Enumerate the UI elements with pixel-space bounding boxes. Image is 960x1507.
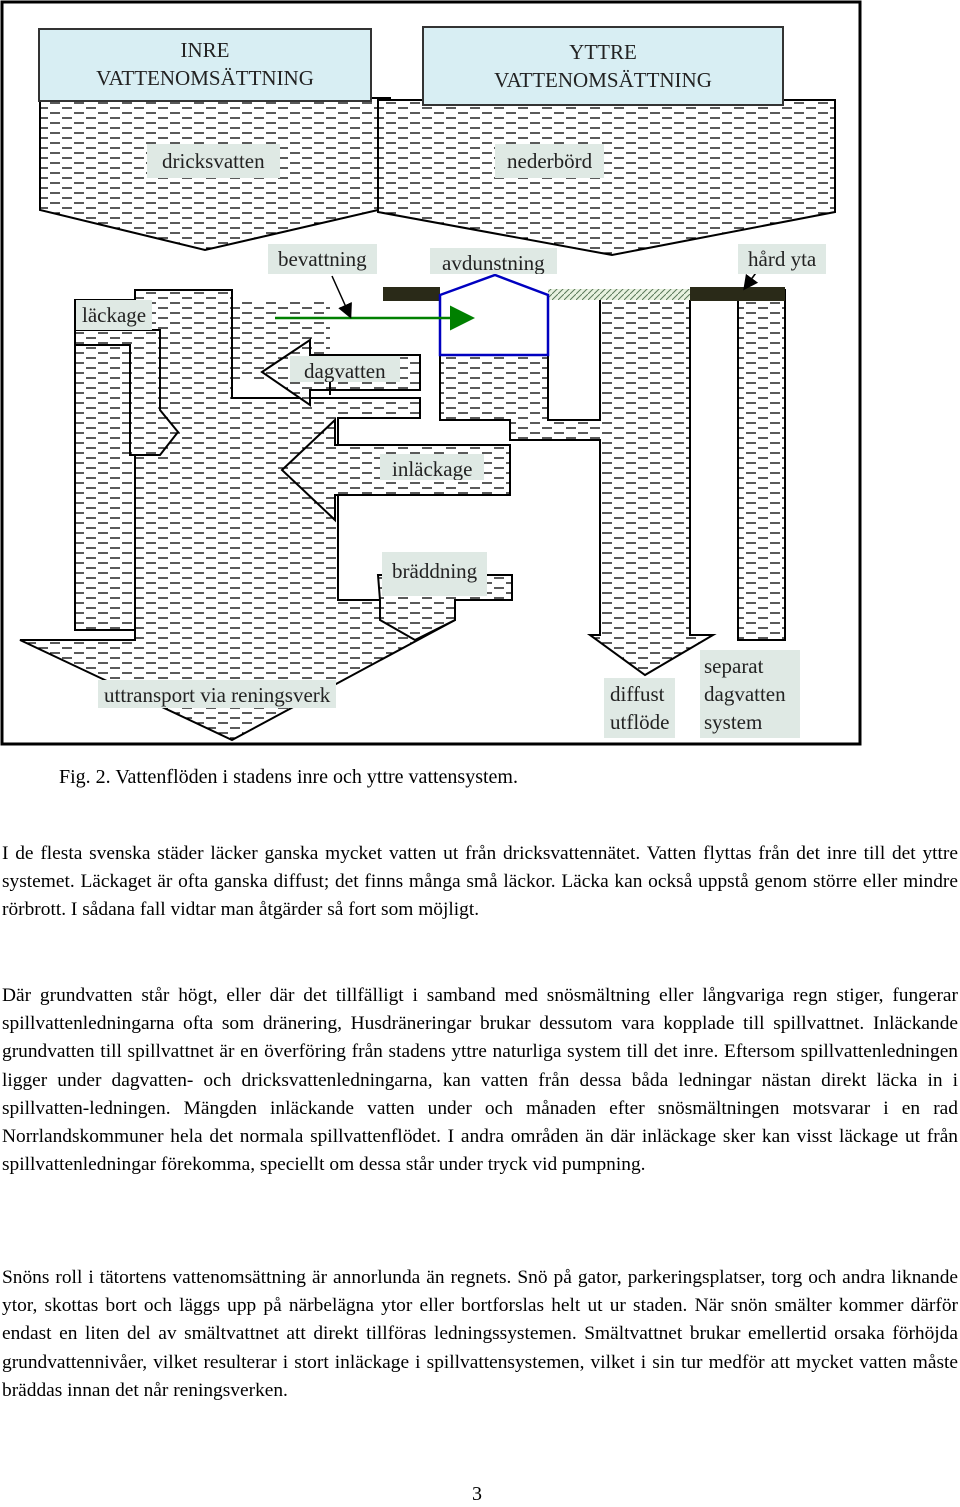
avdunstning-box [438, 273, 550, 357]
paragraph-1: I de flesta svenska städer läcker ganska… [2, 843, 958, 921]
separat-column [689, 289, 786, 641]
water-flow-figure: INRE VATTENOMSÄTTNING YTTRE VATTENOMSÄTT… [0, 0, 862, 746]
bevattning-label: bevattning [268, 244, 377, 274]
diffust-label: diffust utflöde [604, 678, 676, 738]
lackage-label: läckage [76, 300, 153, 330]
flow-diagram [0, 0, 862, 746]
uttransport-label: uttransport via reningsverk [98, 680, 337, 708]
nederbord-arrow [377, 99, 836, 257]
hard-surface-left [383, 287, 440, 301]
grass-surface [548, 289, 690, 300]
hard-surface-right [690, 287, 785, 301]
separat-label: separat dagvatten system [700, 650, 800, 738]
paragraph-2: Där grundvatten står högt, eller där det… [2, 985, 958, 1176]
braddning-label: bräddning [382, 552, 488, 596]
inre-system-block [75, 300, 330, 380]
bevattning-pointer [331, 275, 352, 319]
figure-frame [0, 0, 862, 746]
inre-title: INRE VATTENOMSÄTTNING [38, 28, 372, 102]
nederbord-label: nederbörd [495, 144, 605, 178]
dagvatten-label: dagvatten [290, 356, 400, 382]
page-number: 3 [472, 1483, 482, 1505]
dricksvatten-label: dricksvatten [147, 144, 280, 178]
yttre-title: YTTRE VATTENOMSÄTTNING [422, 26, 784, 106]
avdunstning-label: avdunstning [430, 248, 557, 274]
lackage-arrow [74, 329, 180, 456]
figure-caption: Fig. 2. Vattenflöden i stadens inre och … [59, 766, 518, 788]
diffust-column [439, 289, 717, 677]
main-inre-column [19, 289, 456, 742]
paragraph-3: Snöns roll i tätortens vattenomsättning … [2, 1267, 958, 1401]
inlackage-label: inläckage [380, 454, 485, 480]
hard-yta-label: hård yta [738, 244, 827, 274]
